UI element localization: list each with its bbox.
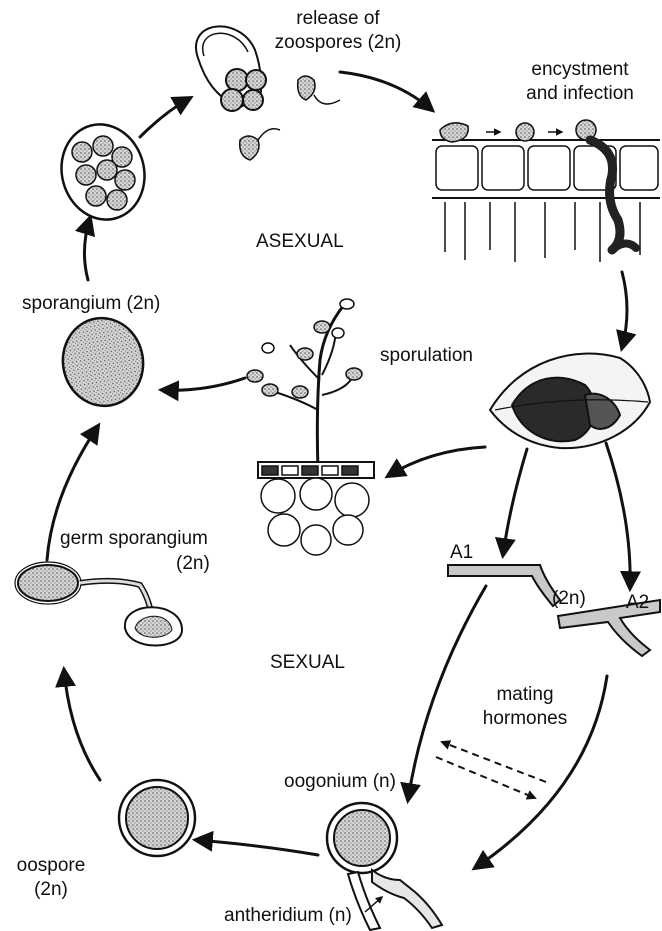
- arrow-to-encystment: [340, 72, 432, 110]
- label-germ-ploidy: (2n): [176, 553, 210, 575]
- label-sexual: SEXUAL: [270, 652, 345, 674]
- label-oospore-ploidy: (2n): [6, 879, 96, 901]
- label-sporulation: sporulation: [380, 345, 473, 367]
- germ-sporangium: [15, 562, 182, 646]
- label-sporangium: sporangium (2n): [22, 293, 160, 315]
- label-release-of: release of: [268, 8, 408, 30]
- sporangium-single: [56, 312, 150, 413]
- label-germ-sporangium: germ sporangium: [60, 528, 208, 550]
- label-oospore: oospore: [6, 855, 96, 877]
- sporangiophore: [247, 299, 374, 555]
- label-encystment: encystment: [506, 59, 654, 81]
- label-oogonium: oogonium (n): [284, 771, 396, 793]
- label-zoospores: zoospores (2n): [262, 32, 414, 54]
- oogonium-cell: [327, 803, 397, 873]
- arrow-to-release: [140, 98, 190, 137]
- arrow-to-sporulation: [388, 447, 485, 476]
- infected-plant-tissue: [432, 120, 660, 262]
- label-antheridium: antheridium (n): [224, 905, 352, 927]
- arrow-to-sporangium: [162, 378, 245, 390]
- a1-hypha: [448, 565, 560, 606]
- label-a2: A2: [626, 592, 649, 614]
- hormone-arrow-left: [442, 742, 546, 782]
- label-mating: mating: [470, 684, 580, 706]
- arrow-to-germ-sporangium: [64, 670, 100, 780]
- label-and-infection: and infection: [506, 83, 654, 105]
- label-asexual: ASEXUAL: [256, 231, 344, 253]
- arrow-to-a2: [606, 443, 630, 588]
- arrow-to-a1: [503, 449, 527, 555]
- sporangium-with-zoospores: [51, 115, 155, 229]
- label-hyphae-ploidy: (2n): [552, 588, 586, 610]
- arrow-to-leaf: [622, 272, 627, 348]
- oospore-cell: [119, 780, 195, 856]
- label-a1: A1: [450, 542, 473, 564]
- mating-hormone-arrows: [436, 742, 546, 798]
- open-sporangium: [196, 26, 266, 111]
- arrow-up-to-sporulating-sporangium: [84, 218, 90, 280]
- label-hormones: hormones: [470, 708, 580, 730]
- infected-leaf: [490, 354, 650, 449]
- hormone-arrow-right: [436, 757, 535, 798]
- antheridium-cell: [348, 870, 442, 930]
- arrow-to-oospore: [196, 840, 318, 855]
